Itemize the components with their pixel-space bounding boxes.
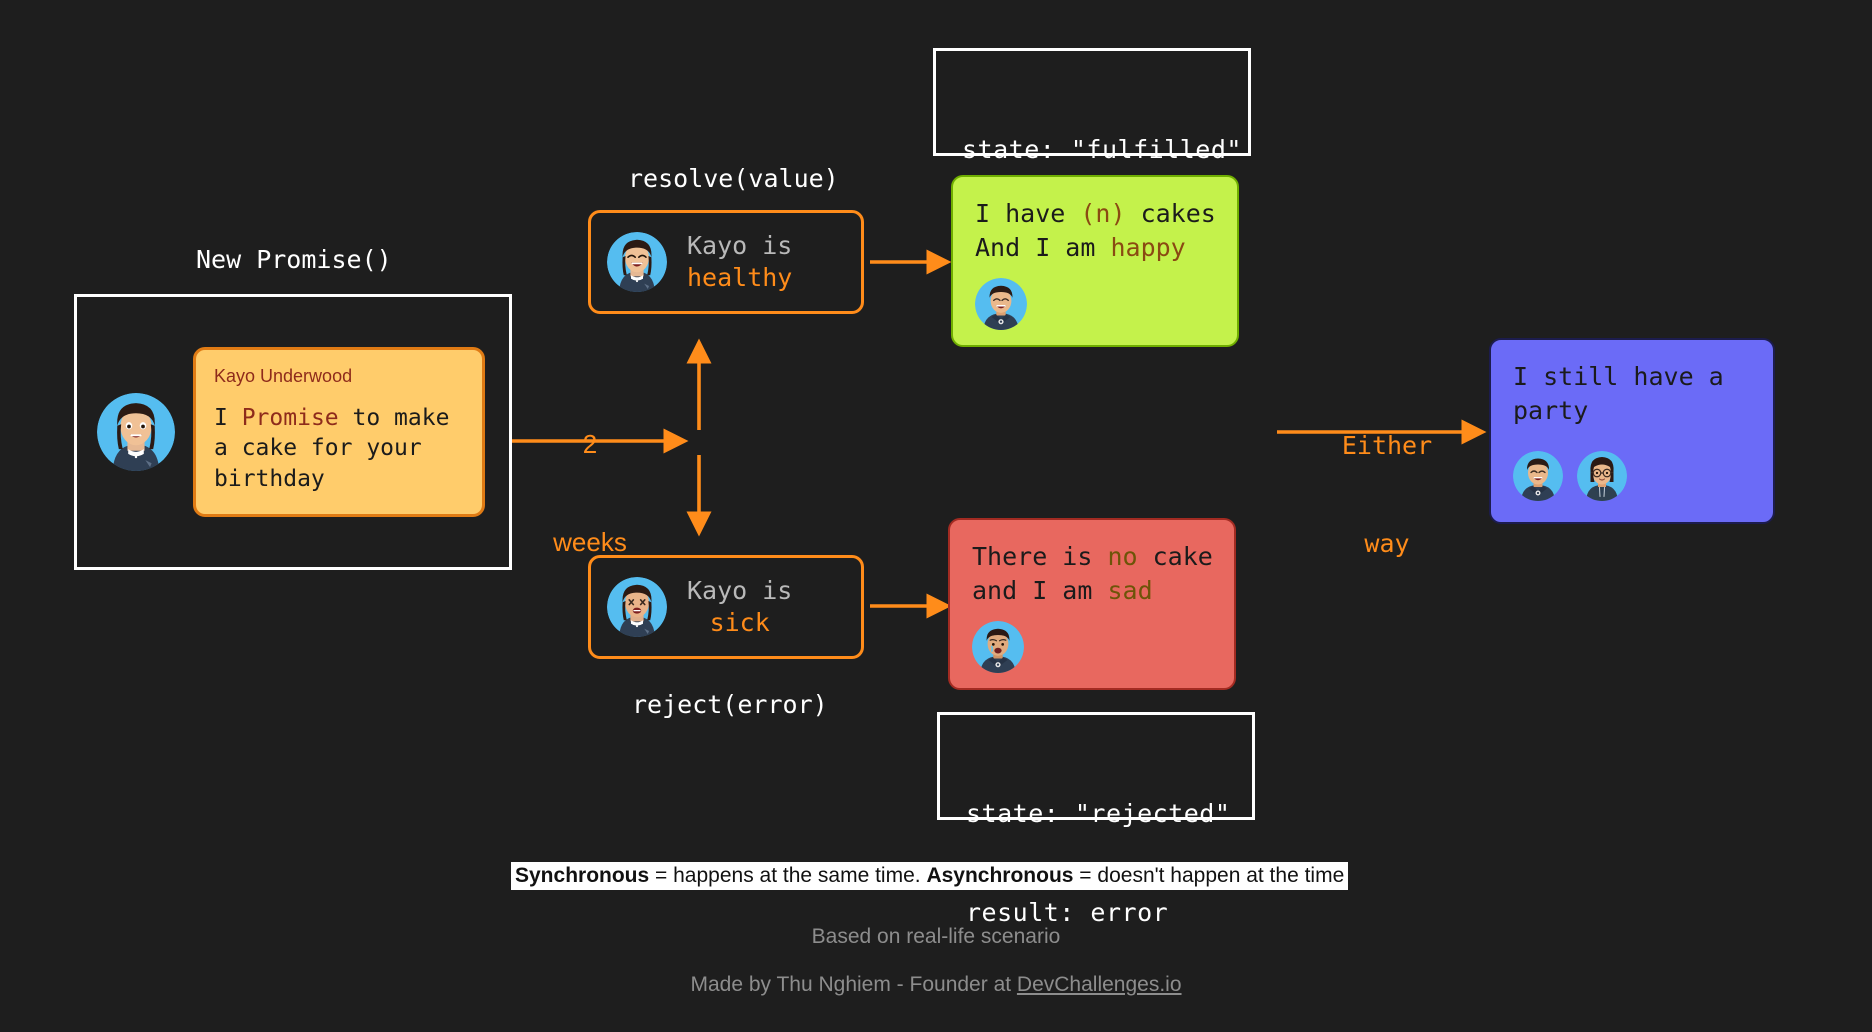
credit-line: Made by Thu Nghiem - Founder at DevChall… (0, 973, 1872, 997)
failure-line2-b: sad (1107, 575, 1153, 605)
friend-happy-avatar (975, 278, 1027, 330)
state-rejected-box: state: "rejected" result: error (937, 712, 1255, 927)
promise-keyword: Promise (241, 404, 339, 431)
party-text: I still have a party (1513, 360, 1751, 427)
kayo-healthy-prefix: Kayo is (687, 230, 793, 260)
duration-label: 2 weeks (545, 363, 635, 591)
promise-text-after: to make a cake for your birthday (214, 404, 450, 492)
async-definition: = doesn't happen at the time (1073, 864, 1345, 887)
sync-definition: = happens at the same time. (649, 864, 927, 887)
duration-line-1: 2 (582, 429, 598, 459)
promise-statement: I Promise to make a cake for your birthd… (214, 403, 464, 495)
party-line-2: party (1513, 395, 1589, 425)
promise-author-name: Kayo Underwood (214, 365, 353, 386)
failure-line1-a: There is (972, 542, 1108, 571)
friend-glasses-avatar (1577, 451, 1627, 501)
promise-text-before: I (214, 404, 242, 431)
sync-async-definition: Synchronous = happens at the same time. … (511, 862, 1349, 890)
promise-frame: Kayo Underwood I Promise to make a cake … (74, 294, 512, 570)
reject-caption: reject(error) (632, 690, 828, 719)
credit-prefix: Made by Thu Nghiem - Founder at (690, 973, 1017, 996)
failure-line1-b: no (1107, 542, 1138, 571)
outcome-failure-card: There is no cake and I am sad (948, 518, 1236, 690)
kayo-sick-avatar (607, 577, 667, 637)
duration-line-2: weeks (553, 526, 627, 557)
friend-sad-avatar (972, 621, 1024, 673)
state-rejected-line-1: state: "rejected" (966, 799, 1231, 828)
success-line2-b: happy (1110, 232, 1186, 262)
new-promise-title: New Promise() (196, 245, 392, 274)
state-fulfilled-box: state: "fulfilled" result: value (933, 48, 1251, 263)
kayo-healthy-label: Kayo is healthy (687, 230, 792, 295)
kayo-healthy-state: healthy (687, 263, 793, 292)
either-way-label: Either way (1322, 365, 1452, 593)
friend-happy-avatar (1513, 451, 1563, 501)
kayo-sick-label: Kayo is sick (687, 575, 792, 640)
async-term: Asynchronous (926, 864, 1074, 887)
either-way-line-2: way (1364, 528, 1410, 558)
promise-card: Kayo Underwood I Promise to make a cake … (193, 346, 485, 518)
kayo-neutral-avatar (97, 393, 175, 471)
failure-line2-a: and I am (972, 575, 1108, 605)
failure-line1-c: cake (1137, 542, 1213, 571)
kayo-sick-state: sick (709, 608, 770, 637)
outcome-failure-text: There is no cake and I am sad (972, 540, 1213, 607)
kayo-sick-box: Kayo is sick (588, 555, 864, 659)
success-line1-c: cakes (1125, 199, 1216, 228)
party-line-1: I still have a (1513, 362, 1724, 391)
either-way-line-1: Either (1341, 431, 1433, 460)
success-line1-a: I have (975, 199, 1081, 228)
kayo-sick-prefix: Kayo is (687, 575, 793, 605)
success-line2-a: And I am (975, 232, 1111, 262)
party-card: I still have a party (1489, 338, 1775, 524)
based-on-note: Based on real-life scenario (811, 925, 1061, 948)
kayo-healthy-box: Kayo is healthy (588, 210, 864, 314)
sync-term: Synchronous (515, 864, 650, 887)
devchallenges-link[interactable]: DevChallenges.io (1016, 973, 1182, 996)
kayo-happy-avatar (607, 232, 667, 292)
success-line1-b: (n) (1080, 199, 1126, 228)
resolve-caption: resolve(value) (628, 164, 839, 193)
state-rejected-line-2: result: error (966, 898, 1169, 927)
state-fulfilled-line-1: state: "fulfilled" (962, 135, 1242, 164)
